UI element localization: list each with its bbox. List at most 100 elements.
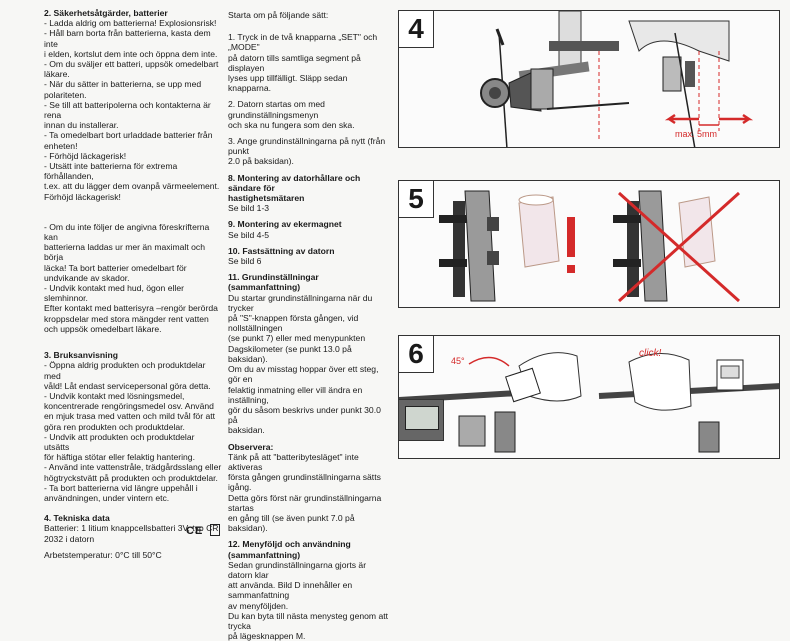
step-2: 2. Datorn startas om med grundinställnin… — [228, 99, 390, 130]
text-line: Detta görs först när grundinställningarn… — [228, 492, 382, 513]
figure-5-panel: 5 — [398, 180, 780, 308]
text-line: baksidan. — [228, 425, 265, 436]
text-line: 2.0 på baksidan). — [228, 156, 294, 167]
text-line: Du startar grundinställningarna när du t… — [228, 292, 373, 313]
text-line: och ska nu fungera som den ska. — [228, 119, 355, 130]
list-item: Förhöjd läckagerisk! — [44, 191, 121, 202]
figure-4-panel: 4 max. 5mm — [398, 10, 780, 148]
list-item: göra ren produkten och produktdelar. — [44, 421, 185, 432]
text-line: att använda. Bild D innehåller en samman… — [228, 580, 353, 601]
text-line: hastighetsmätaren — [228, 193, 305, 204]
operating-temperature: Arbetstemperatur: 0°C till 50°C — [44, 549, 162, 560]
section-12-text: Sedan grundinställningarna gjorts är dat… — [228, 560, 390, 641]
section-9-title: 9. Montering av ekermagnet — [228, 219, 342, 230]
text-line: gör du såsom beskrivs under punkt 30.0 p… — [228, 404, 381, 426]
figure-6-panel: 6 45° click! — [398, 335, 780, 459]
section-11-text: Du startar grundinställningarna när du t… — [228, 293, 390, 436]
section-3-list: - Öppna aldrig produkten och produktdela… — [44, 360, 222, 503]
section-9-ref: Se bild 4-5 — [228, 229, 270, 240]
text-line: 8. Montering av datorhållare och sändare… — [228, 172, 361, 193]
text-line: Sedan grundinställningarna gjorts är dat… — [228, 559, 367, 580]
text-line: (se punkt 7) eller med menypunkten — [228, 333, 366, 344]
list-item: undvikande av skador. — [44, 272, 130, 283]
list-item: polariteten. — [44, 89, 87, 100]
column-safety: 2. Säkerhetsåtgärder, batterier - Ladda … — [44, 8, 222, 560]
list-item: våld! Låt endast servicepersonal göra de… — [44, 380, 211, 391]
section-2b-list: - Om du inte följer de angivna föreskrif… — [44, 222, 222, 334]
section-10-ref: Se bild 6 — [228, 256, 262, 267]
section-10-title: 10. Fastsättning av datorn — [228, 245, 335, 256]
recycle-bin-icon — [210, 523, 220, 536]
text-line: Om du av misstag hoppar över ett steg, g… — [228, 364, 379, 385]
figure-5-drawing — [439, 190, 741, 303]
step-1: 1. Tryck in de två knapparna „SET" och „… — [228, 32, 390, 93]
text-line: Dagskilometer (se punkt 13.0 på baksidan… — [228, 343, 352, 364]
list-item: - Ta bort batterierna vid längre uppehål… — [44, 482, 198, 493]
figure-4-drawing: max. 5mm — [480, 11, 754, 147]
list-item: innan du installerar. — [44, 120, 119, 131]
section-2-title: 2. Säkerhetsåtgärder, batterier — [44, 8, 168, 18]
column-instructions: Starta om på följande sätt: 1. Tryck in … — [228, 10, 390, 641]
text-line: 1. Tryck in de två knapparna „SET" och „… — [228, 32, 378, 53]
list-item: en mjuk trasa med vatten och mild tvål f… — [44, 411, 215, 422]
text-line: 2. Datorn startas om med grundinställnin… — [228, 99, 325, 120]
text-line: en gång till (se även punkt 7.0 på baksi… — [228, 512, 355, 534]
list-item: - Ladda aldrig om batterierna! Explosion… — [44, 18, 217, 29]
figure-6-drawing: 45° click! — [399, 348, 779, 453]
text-line: på datorn tills samtliga segment på disp… — [228, 52, 361, 73]
section-4-title: 4. Tekniska data — [44, 513, 110, 524]
list-item: - Utsätt inte batterierna för extrema fö… — [44, 161, 178, 182]
list-item: och uppsök omedelbart läkare. — [44, 323, 162, 334]
text-line: 12. Menyföljd och användning — [228, 539, 351, 550]
figure-6-number: 6 — [399, 336, 434, 373]
section-8-ref: Se bild 1-3 — [228, 203, 270, 214]
section-3-title: 3. Bruksanvisning — [44, 350, 119, 361]
list-item: koncentrerade rengöringsmedel osv. Använ… — [44, 401, 214, 412]
list-item: - Om du sväljer ett batteri, uppsök omed… — [44, 59, 219, 80]
text-line: Du kan byta till nästa menysteg genom at… — [228, 610, 389, 631]
figure-4-max-label: max. 5mm — [675, 129, 717, 139]
list-item: - Se till att batteripolerna och kontakt… — [44, 99, 211, 121]
list-item: i elden, kortslut dem inte och öppna dem… — [44, 48, 218, 59]
list-item: - När du sätter in batterierna, se upp m… — [44, 79, 202, 90]
text-line: på lägesknappen M. — [228, 631, 306, 641]
list-item: - Öppna aldrig produkten och produktdela… — [44, 360, 206, 381]
list-item: batterierna laddas ur mer än maximalt oc… — [44, 242, 205, 263]
computer-display-icon — [405, 406, 439, 430]
text-line: lyses upp tillfälligt. Släpp sedan knapp… — [228, 73, 348, 94]
text-line: felaktig inmatning eller vill ändra en i… — [228, 384, 363, 405]
list-item: för häftiga stötar eller felaktig hanter… — [44, 452, 195, 463]
text-line: på "S"-knappen första gången, vid nollst… — [228, 313, 359, 334]
step-3: 3. Ange grundinställningarna på nytt (fr… — [228, 136, 390, 167]
list-item: t.ex. att du lägger dem ovanpå värmeelem… — [44, 181, 220, 192]
list-item: Efter kontakt med batterisyra –rengör be… — [44, 303, 218, 314]
section-12-title: 12. Menyföljd och användning(sammanfattn… — [228, 539, 390, 559]
list-item: kroppsdelar med stora mängder rent vatte… — [44, 313, 209, 324]
restart-intro: Starta om på följande sätt: — [228, 10, 329, 20]
list-item: - Använd inte vattenstråle, trädgårdssla… — [44, 462, 222, 473]
figure-5-number: 5 — [399, 181, 434, 218]
figure-6-angle-label: 45° — [451, 356, 465, 366]
text-line: av menyföljden. — [228, 600, 289, 611]
section-8-title: 8. Montering av datorhållare och sändare… — [228, 173, 390, 204]
section-2-list: - Ladda aldrig om batterierna! Explosion… — [44, 18, 222, 202]
list-item: enheten! — [44, 140, 78, 151]
ce-mark: CE — [186, 524, 204, 537]
observe-title: Observera: — [228, 441, 274, 452]
list-item: högtryckstvätt på produkten och produktd… — [44, 472, 218, 483]
section-11-title: 11. Grundinställningar (sammanfattning) — [228, 272, 319, 293]
list-item: - Ta omedelbart bort urladdade batterier… — [44, 130, 213, 141]
text-line: Tänk på att "batteribytesläget" inte akt… — [228, 451, 359, 472]
list-item: - Håll barn borta från batterierna, kast… — [44, 28, 211, 49]
list-item: läcka! Ta bort batterier omedelbart för — [44, 262, 187, 273]
text-line: 3. Ange grundinställningarna på nytt (fr… — [228, 136, 386, 157]
text-line: första gången grundinställningarna sätts… — [228, 472, 381, 493]
list-item: - Om du inte följer de angivna föreskrif… — [44, 221, 210, 243]
observe-text: Tänk på att "batteribytesläget" inte akt… — [228, 452, 390, 534]
text-line: (sammanfattning) — [228, 549, 301, 560]
list-item: - Undvik att produkten och produktdelar … — [44, 431, 195, 452]
list-item: - Undvik kontakt med lösningsmedel, — [44, 390, 185, 401]
list-item: - Förhöjd läckagerisk! — [44, 150, 127, 161]
computer-small-figure — [398, 399, 444, 441]
figure-4-number: 4 — [399, 11, 434, 48]
